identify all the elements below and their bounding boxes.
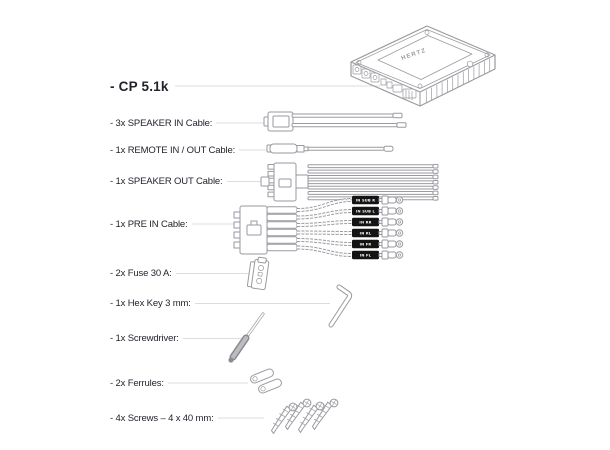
fuse-art [246,256,270,291]
remote-cable-art [266,143,394,154]
item-label-hex-key: - 1x Hex Key 3 mm: [110,297,195,310]
screws-art [271,398,339,434]
pre-in-tag [352,206,379,216]
speaker-in-cable-art [263,111,407,132]
pre-in-tag [352,239,379,249]
item-label-fuse: - 2x Fuse 30 A: [110,267,176,280]
pre-in-tag-label: IN RL [360,231,372,235]
pre-in-tag-label: IN FL [360,253,372,257]
pre-in-tag-label: IN FR [360,242,372,246]
pre-in-tag [352,195,379,205]
speaker-out-cable-art [260,162,439,202]
page-title: - CP 5.1k [110,78,175,95]
item-label-screwdriver: - 1x Screwdriver: [110,332,183,345]
pre-in-tag [352,228,379,238]
pre-in-tag-label: IN SUB R [356,198,375,202]
heatsink-fins [425,58,491,105]
screwdriver-art [228,312,265,363]
pre-in-tag [352,217,379,227]
item-label-screws: - 4x Screws – 4 x 40 mm: [110,411,218,425]
pre-in-tag-label: IN SUB L [356,209,375,213]
item-label-speaker-out-cable: - 1x SPEAKER OUT Cable: [110,175,227,188]
amplifier-illustration: HERTZ [350,25,496,107]
item-label-pre-in-cable: - 1x PRE IN Cable: [110,217,192,231]
hertz-logo: HERTZ [401,48,428,62]
item-label-ferrules: - 2x Ferrules: [110,376,168,390]
item-label-speaker-in-cable: - 3x SPEAKER IN Cable: [110,116,217,130]
pre-in-cable-art: IN SUB R IN SUB L IN RR IN RL IN FR IN F… [233,195,404,260]
pre-in-channel-tags: IN SUB R IN SUB L IN RR IN RL IN FR IN F… [352,195,379,260]
ferrules-art [250,368,282,394]
pre-in-tag [352,250,379,260]
pre-in-tag-label: IN RR [359,220,371,224]
rca-plugs [378,195,404,260]
hex-key-art [328,284,353,328]
item-label-remote-cable: - 1x REMOTE IN / OUT Cable: [110,143,240,157]
amp-connector-panel [352,64,417,101]
